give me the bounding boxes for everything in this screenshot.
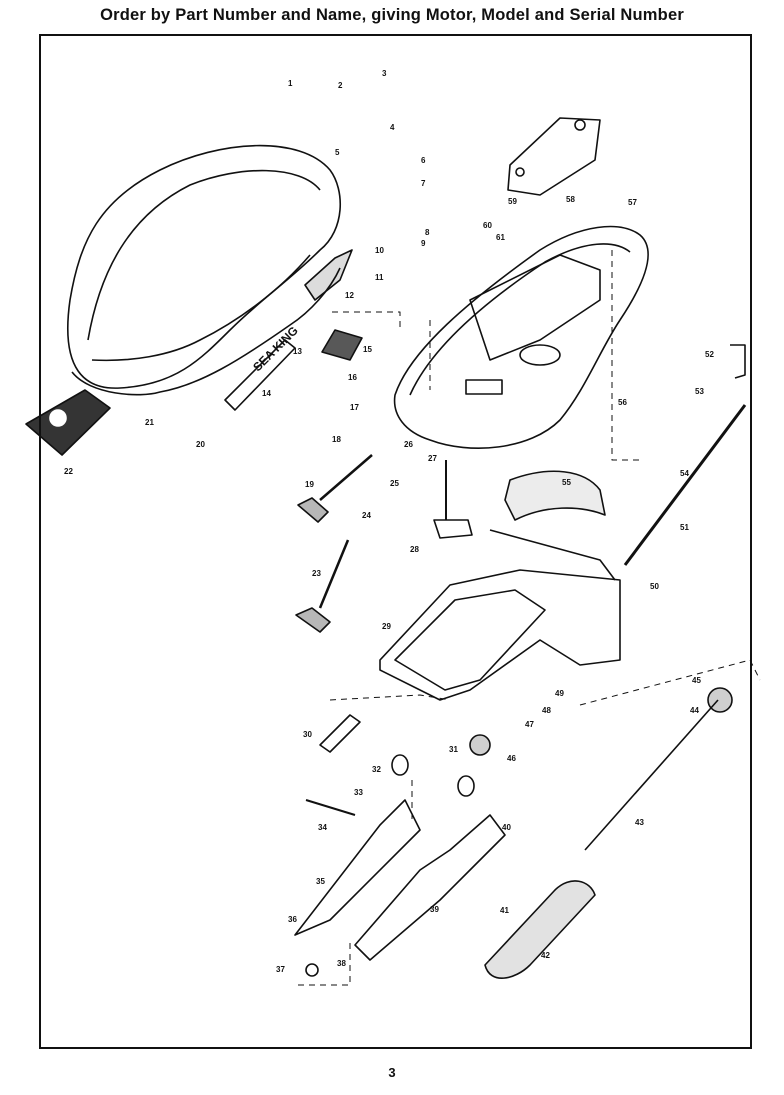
callout-57: 57 — [628, 198, 637, 207]
callout-42: 42 — [541, 951, 550, 960]
callout-39: 39 — [430, 905, 439, 914]
callout-58: 58 — [566, 195, 575, 204]
callout-5: 5 — [335, 148, 340, 157]
page-number: 3 — [388, 1065, 396, 1080]
callout-48: 48 — [542, 706, 551, 715]
callout-54: 54 — [680, 469, 689, 478]
callout-33: 33 — [354, 788, 363, 797]
callout-60: 60 — [483, 221, 492, 230]
callout-17: 17 — [350, 403, 359, 412]
callout-40: 40 — [502, 823, 511, 832]
callout-20: 20 — [196, 440, 205, 449]
callout-22: 22 — [64, 467, 73, 476]
callout-25: 25 — [390, 479, 399, 488]
callout-19: 19 — [305, 480, 314, 489]
callout-30: 30 — [303, 730, 312, 739]
engine-cover — [67, 144, 341, 389]
bracket-55 — [504, 470, 606, 521]
gasket-59 — [507, 117, 601, 196]
motor-housing-56 — [393, 225, 649, 449]
callout-49: 49 — [555, 689, 564, 698]
plate-15 — [321, 329, 363, 361]
callout-36: 36 — [288, 915, 297, 924]
callout-43: 43 — [635, 818, 644, 827]
callout-7: 7 — [421, 179, 426, 188]
callout-47: 47 — [525, 720, 534, 729]
callout-3: 3 — [382, 69, 387, 78]
callout-13: 13 — [293, 347, 302, 356]
callout-8: 8 — [425, 228, 430, 237]
callout-59: 59 — [508, 197, 517, 206]
callout-15: 15 — [363, 345, 372, 354]
callout-37: 37 — [276, 965, 285, 974]
callout-53: 53 — [695, 387, 704, 396]
callout-29: 29 — [382, 622, 391, 631]
callout-6: 6 — [421, 156, 426, 165]
callout-24: 24 — [362, 511, 371, 520]
callout-52: 52 — [705, 350, 714, 359]
callout-31: 31 — [449, 745, 458, 754]
callout-38: 38 — [337, 959, 346, 968]
callout-46: 46 — [507, 754, 516, 763]
decal-12 — [304, 249, 353, 301]
callout-9: 9 — [421, 239, 426, 248]
callout-41: 41 — [500, 906, 509, 915]
diagram-frame — [39, 34, 752, 1049]
callout-51: 51 — [680, 523, 689, 532]
callout-12: 12 — [345, 291, 354, 300]
nameplate-22 — [25, 389, 111, 456]
callout-28: 28 — [410, 545, 419, 554]
callout-18: 18 — [332, 435, 341, 444]
page-header: Order by Part Number and Name, giving Mo… — [100, 6, 684, 24]
callout-61: 61 — [496, 233, 505, 242]
callout-14: 14 — [262, 389, 271, 398]
callout-16: 16 — [348, 373, 357, 382]
callout-1: 1 — [288, 79, 293, 88]
callout-55: 55 — [562, 478, 571, 487]
callout-10: 10 — [375, 246, 384, 255]
callout-45: 45 — [692, 676, 701, 685]
callout-2: 2 — [338, 81, 343, 90]
callout-23: 23 — [312, 569, 321, 578]
callout-32: 32 — [372, 765, 381, 774]
callout-21: 21 — [145, 418, 154, 427]
handle-grip-41 — [484, 880, 596, 979]
callout-26: 26 — [404, 440, 413, 449]
callout-44: 44 — [690, 706, 699, 715]
callout-50: 50 — [650, 582, 659, 591]
base-plate-29 — [379, 569, 621, 701]
callout-11: 11 — [375, 273, 384, 282]
callout-27: 27 — [428, 454, 437, 463]
callout-34: 34 — [318, 823, 327, 832]
callout-56: 56 — [618, 398, 627, 407]
callout-4: 4 — [390, 123, 395, 132]
callout-35: 35 — [316, 877, 325, 886]
